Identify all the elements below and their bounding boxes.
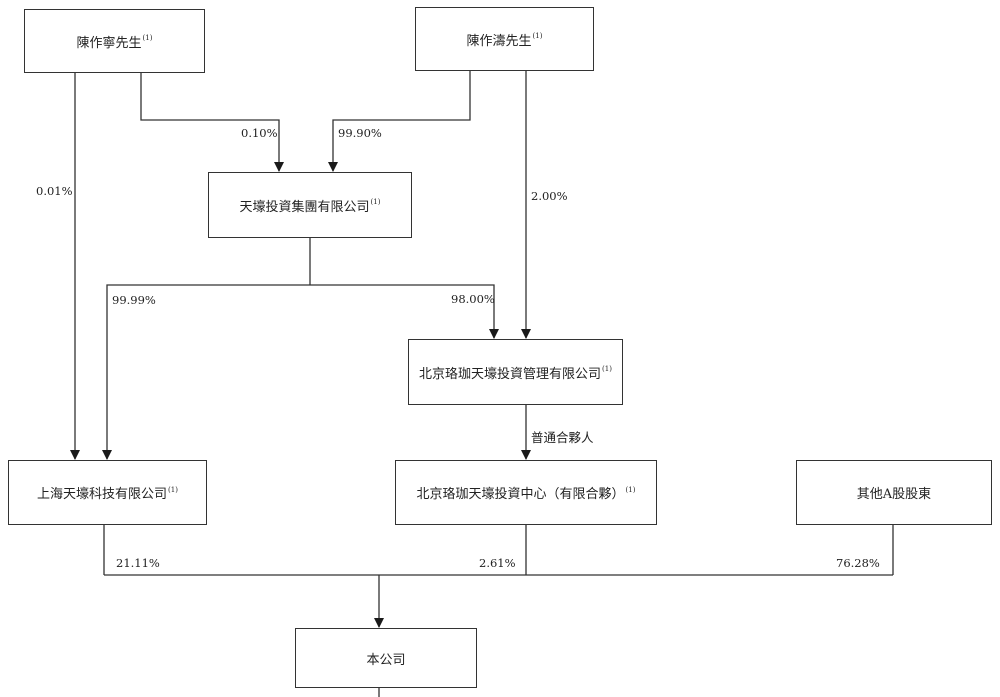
node-label: 北京珞珈天壕投資中心（有限合夥） (416, 487, 625, 502)
edge-label-tao-mgmt: 2.00% (531, 189, 568, 203)
node-chen-zuoning: 陳作寧先生(1) (24, 9, 205, 73)
footnote-marker: (1) (168, 485, 178, 494)
footnote-marker: (1) (532, 32, 543, 40)
footnote-marker: (1) (602, 365, 612, 373)
node-beijing-center: 北京珞珈天壕投資中心（有限合夥）(1) (395, 460, 657, 525)
edge-label-group-shanghai: 99.99% (112, 293, 156, 307)
node-beijing-mgmt: 北京珞珈天壕投資管理有限公司(1) (408, 339, 623, 405)
footnote-marker: (1) (142, 34, 153, 42)
node-company: 本公司 (295, 628, 477, 688)
edge-label-other-company: 76.28% (836, 556, 880, 570)
footnote-marker: (1) (370, 198, 381, 206)
node-label: 上海天壕科技有限公司 (37, 487, 168, 502)
edge-label-shanghai-company: 21.11% (116, 556, 160, 570)
edge-label-general-partner: 普通合夥人 (531, 430, 594, 445)
edge-label-center-company: 2.61% (479, 556, 516, 570)
node-label: 陳作寧先生 (76, 35, 142, 51)
node-label: 陳作濤先生 (466, 33, 532, 49)
node-tianhao-group: 天壕投資集團有限公司(1) (208, 172, 412, 238)
node-other-a-shareholders: 其他A股股東 (796, 460, 992, 525)
footnote-marker: (1) (625, 485, 636, 494)
node-shanghai-tech: 上海天壕科技有限公司(1) (8, 460, 207, 525)
node-label: 其他A股股東 (856, 487, 932, 502)
edge-label-ning-group: 0.10% (241, 126, 278, 140)
edge-label-tao-group: 99.90% (338, 126, 382, 140)
node-label: 北京珞珈天壕投資管理有限公司 (419, 366, 602, 382)
node-chen-zuotao: 陳作濤先生(1) (415, 7, 594, 71)
edge-label-ning-shanghai: 0.01% (36, 184, 73, 198)
node-label: 本公司 (366, 652, 406, 668)
edge-label-group-mgmt: 98.00% (451, 292, 495, 306)
node-label: 天壕投資集團有限公司 (239, 199, 370, 215)
